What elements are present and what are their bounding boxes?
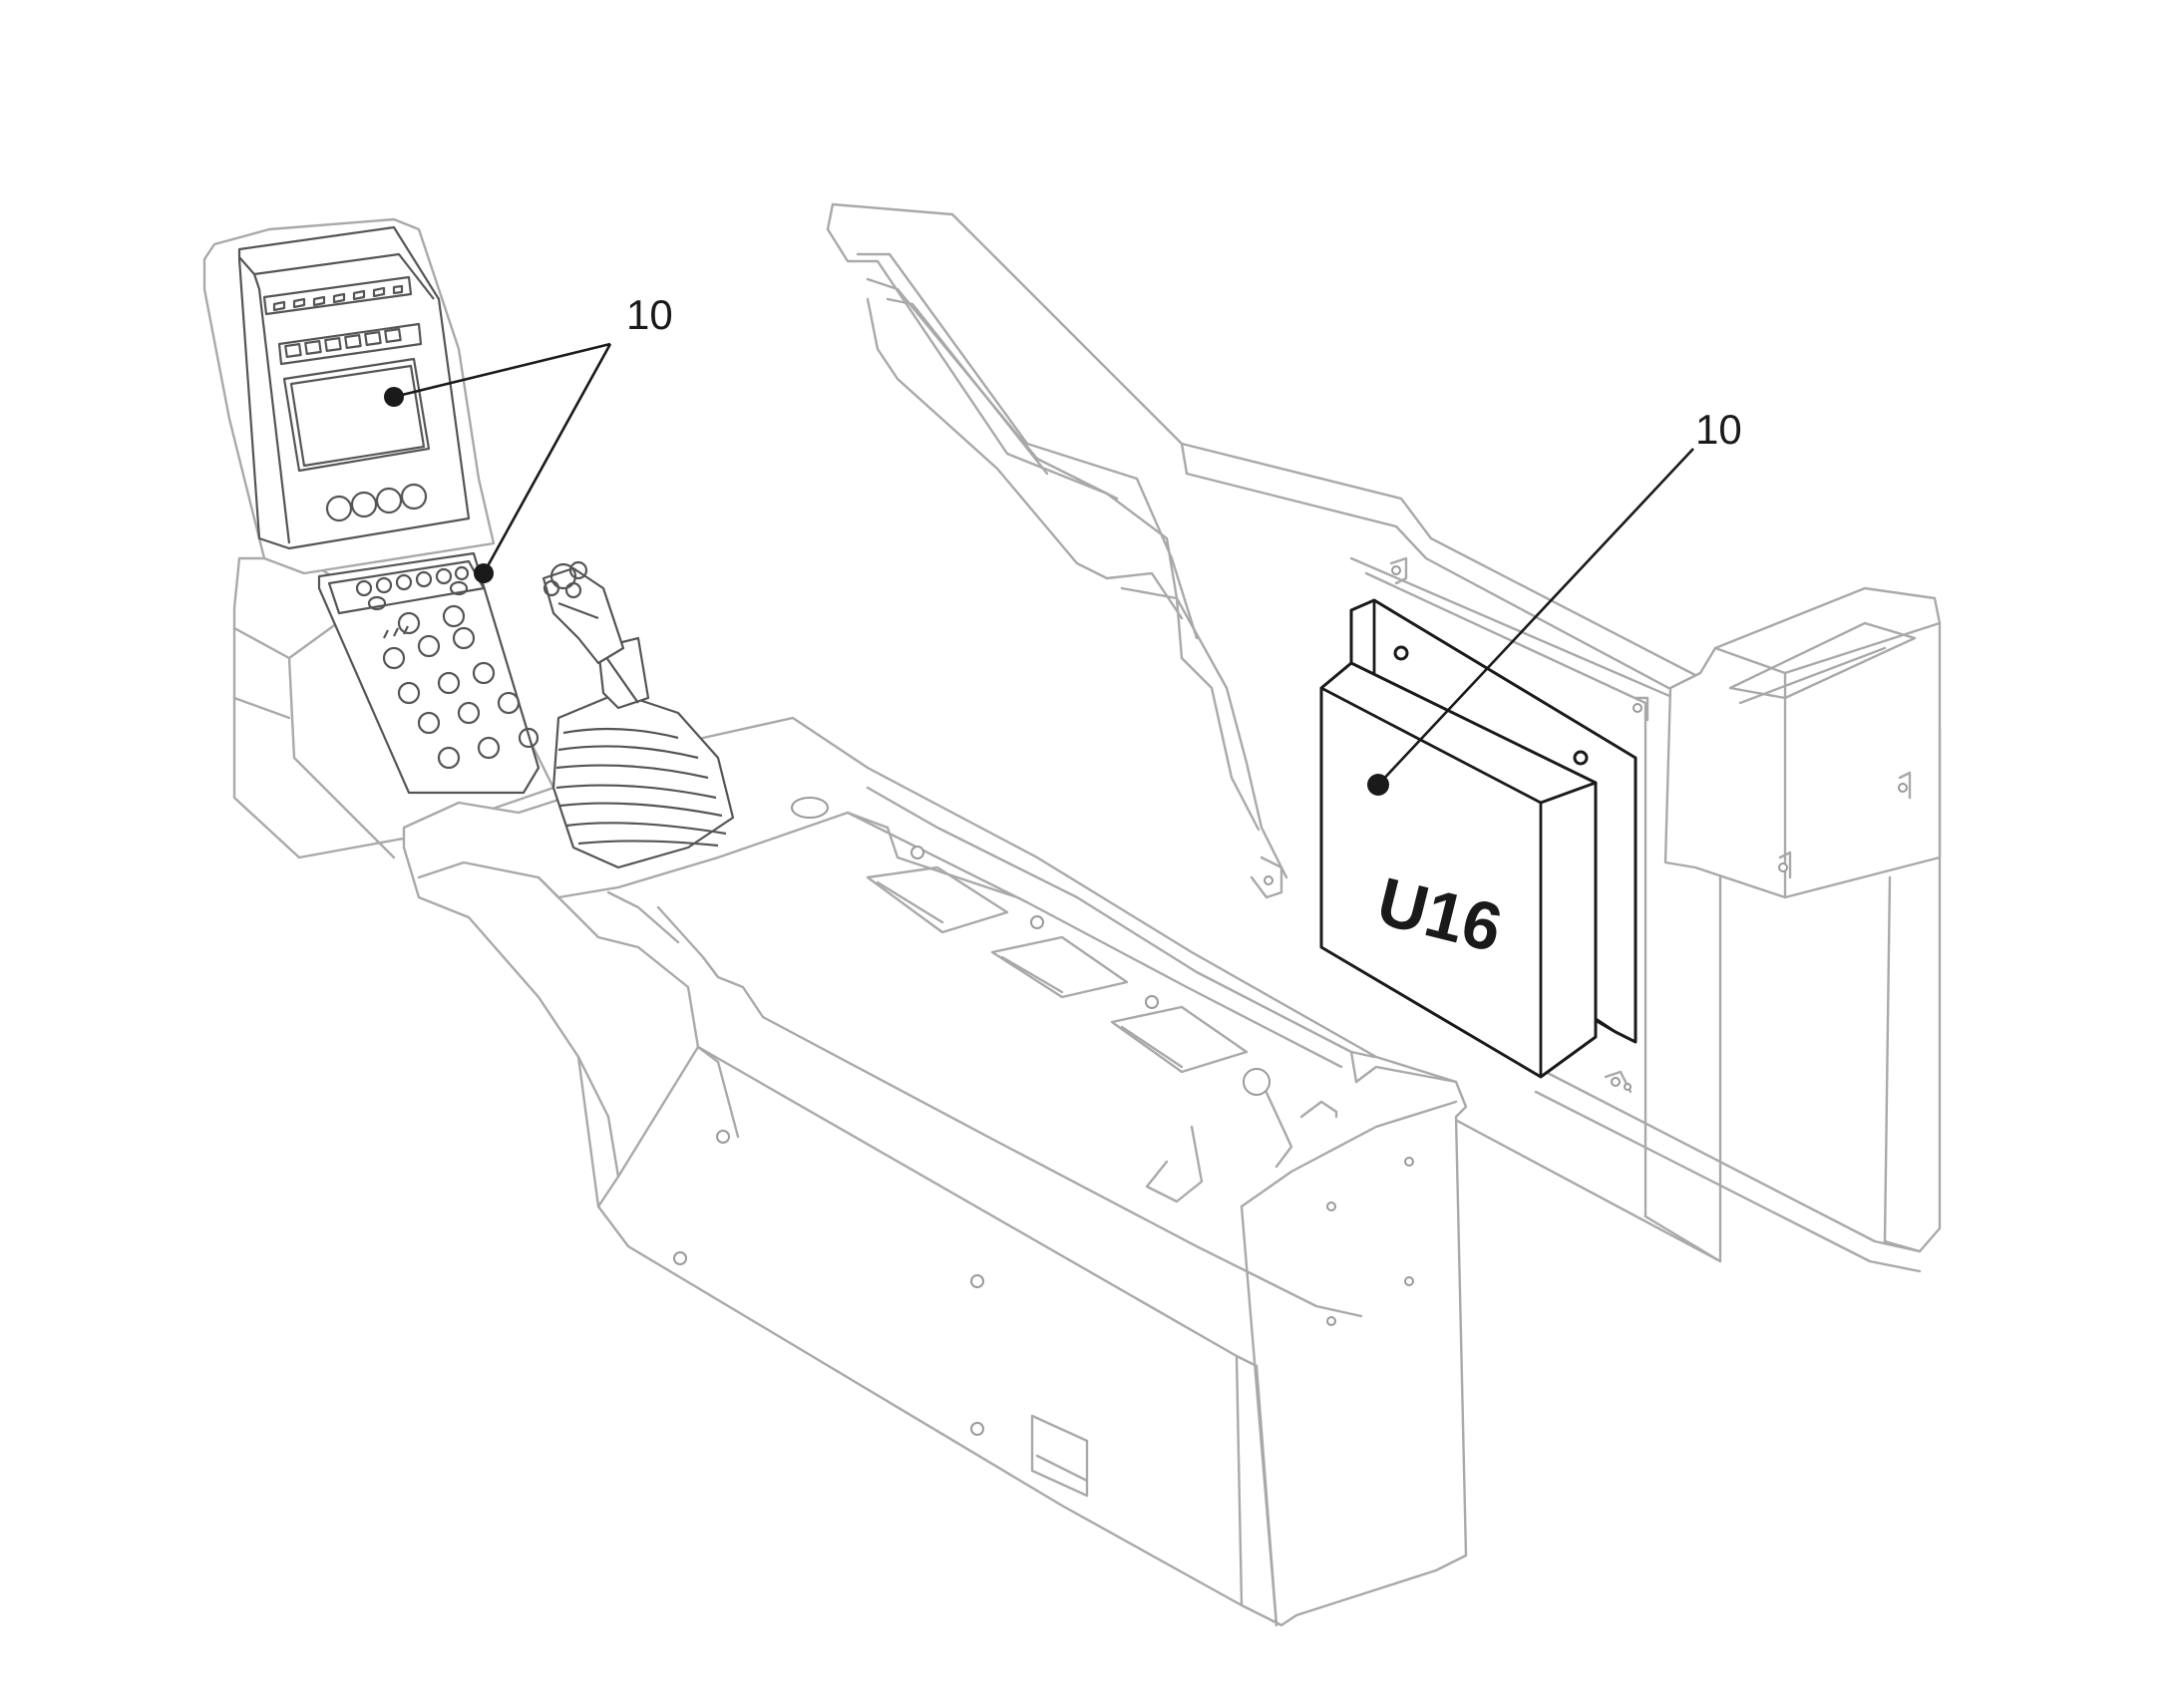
callout-left: 10 — [384, 291, 673, 583]
softkey-3 — [375, 487, 403, 514]
callout-left-label: 10 — [626, 291, 673, 338]
callout-right-dot — [1367, 774, 1389, 796]
switch-panel — [317, 551, 541, 795]
softkey-2 — [350, 491, 378, 518]
callout-right-label: 10 — [1695, 406, 1742, 453]
callout-left-dot-display — [384, 387, 404, 407]
callout-left-dot-panel — [474, 563, 494, 583]
right-side-panel — [826, 202, 1942, 1273]
callout-right-leader — [1377, 448, 1694, 786]
rotary-switches — [382, 604, 540, 770]
joystick — [542, 560, 735, 869]
display-unit — [237, 225, 471, 550]
display-screen — [282, 357, 431, 473]
callout-right: 10 — [1367, 406, 1742, 796]
u16-control-module: U16 — [1319, 598, 1637, 1079]
switch-row-top — [355, 565, 470, 597]
softkey-4 — [400, 483, 428, 511]
indicator-strip — [272, 284, 404, 312]
softkey-1 — [325, 495, 353, 522]
callout-left-leader-display — [393, 342, 611, 399]
callout-left-leader-panel — [482, 343, 612, 574]
